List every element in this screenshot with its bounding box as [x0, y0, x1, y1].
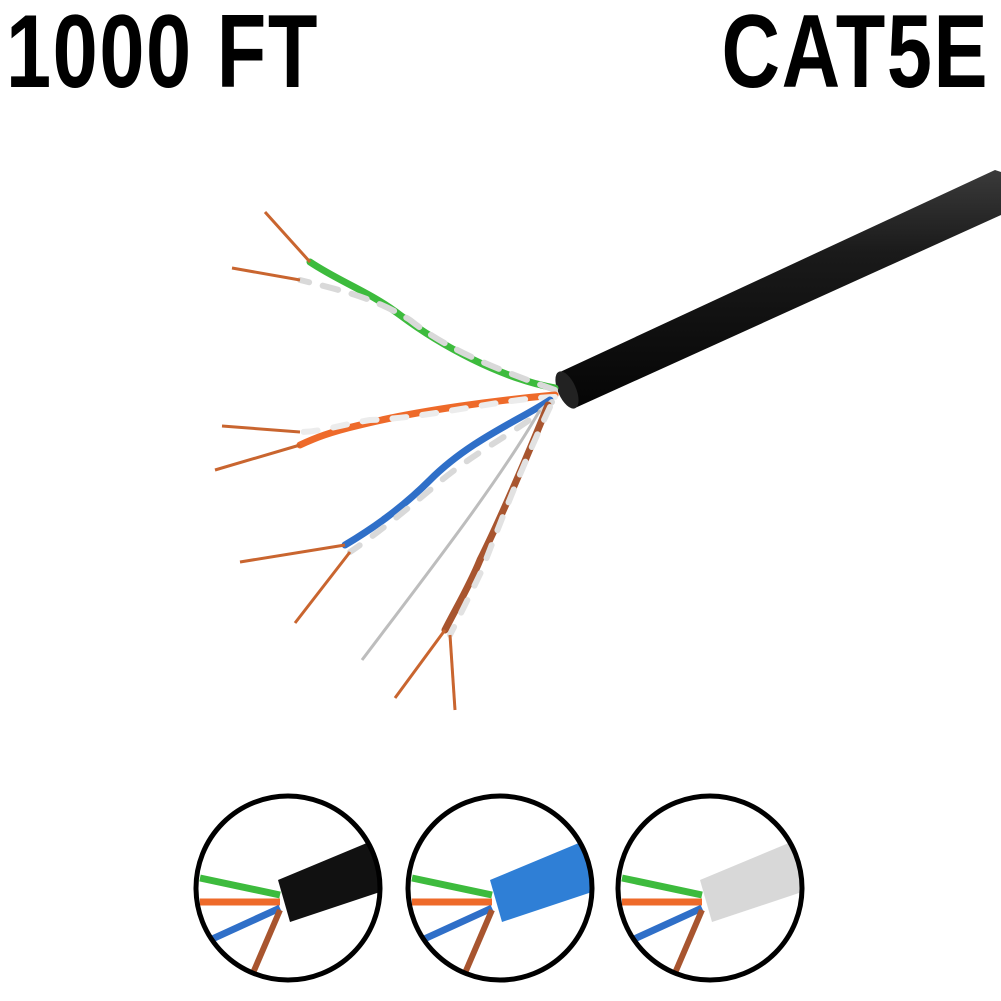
green-pair: [231, 210, 559, 393]
category-label: CAT5E: [721, 0, 989, 110]
ripcord: [360, 409, 542, 661]
cable-jacket: [555, 170, 1001, 409]
variant-black-jacket[interactable]: [190, 790, 386, 986]
variant-white-jacket[interactable]: [612, 790, 808, 986]
blue-pair: [239, 396, 555, 624]
orange-pair: [214, 391, 559, 472]
length-label: 1000 FT: [6, 0, 320, 110]
brown-pair: [393, 401, 553, 711]
variant-blue-jacket[interactable]: [402, 790, 598, 986]
